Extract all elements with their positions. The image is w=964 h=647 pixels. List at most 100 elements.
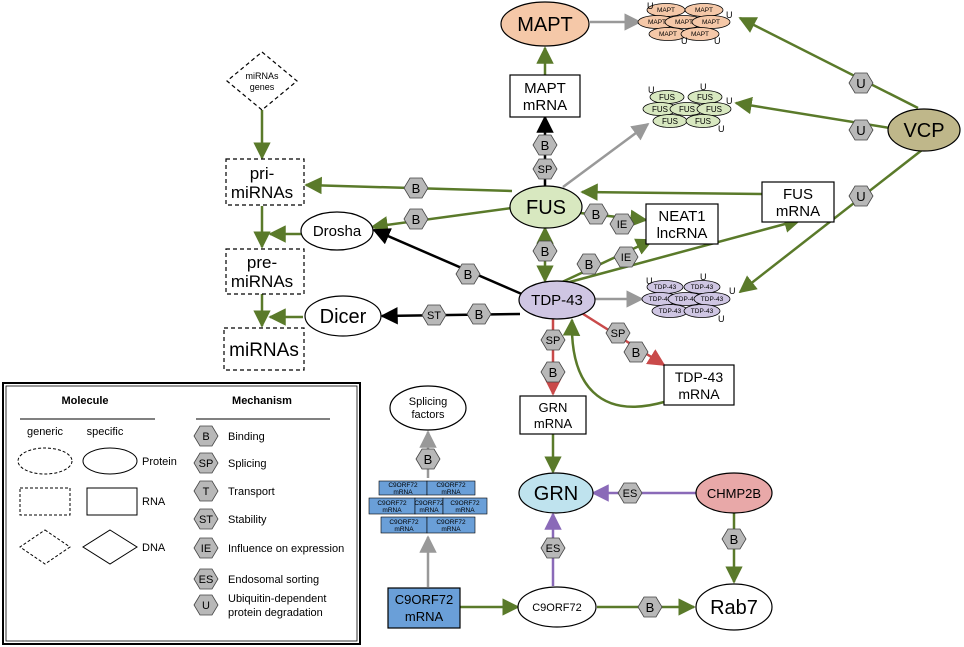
svg-text:B: B — [424, 452, 433, 467]
edge-tdp-to-neat1 — [559, 238, 654, 285]
node-fus: FUS — [509, 185, 583, 229]
svg-text:ES: ES — [199, 574, 214, 586]
node-mirnas: miRNAs — [223, 327, 305, 371]
node-mirnas-label: miRNAs — [229, 340, 299, 361]
node-c9orf72-protein: C9ORF72 — [517, 586, 597, 628]
node-chmp2b-label: CHMP2B — [707, 486, 761, 501]
fus-agg-cell: FUS — [685, 114, 721, 128]
edge-tdp-to-drosha — [372, 228, 525, 297]
svg-text:ES: ES — [546, 543, 561, 555]
hex-fus-pri-b: B — [403, 177, 429, 199]
svg-text:TDP-43: TDP-43 — [654, 284, 677, 291]
svg-text:B: B — [202, 431, 209, 443]
node-pri-mirnas-line1: pri- — [250, 164, 275, 183]
svg-text:T: T — [203, 486, 210, 498]
legend-mechanism-st: ST Stability — [193, 508, 267, 530]
node-dicer: Dicer — [304, 295, 382, 337]
svg-text:ST: ST — [427, 310, 441, 322]
mapt-agg-cell: MAPT — [684, 3, 724, 17]
svg-text:U: U — [700, 82, 707, 92]
hex-fus-drosha-b: B — [403, 208, 429, 230]
legend-generic-rna-shape — [19, 487, 71, 516]
svg-text:B: B — [632, 345, 641, 360]
svg-text:B: B — [541, 244, 550, 259]
svg-text:SP: SP — [611, 328, 626, 340]
svg-text:U: U — [202, 600, 210, 612]
mapt-agg-cell: MAPT — [680, 27, 720, 41]
edge-mechanisms: B SP B B B IE B B IE B ST B SP B SP B U … — [403, 72, 874, 618]
tdp43-agg-cell: TDP-43 — [693, 292, 731, 306]
hex-fus-neat1-b: B — [583, 203, 609, 225]
edge-fusmrna-to-fus — [580, 183, 763, 201]
node-grn-mrna-line1: GRN — [539, 400, 568, 415]
svg-text:TDP-43: TDP-43 — [649, 296, 672, 303]
legend-molecule-heading: Molecule — [61, 395, 108, 407]
svg-text:C9ORF72: C9ORF72 — [414, 500, 444, 507]
svg-text:U: U — [700, 272, 707, 282]
legend-specific: specific — [87, 426, 124, 438]
hex-tdp-tdpmrna-b: B — [623, 341, 649, 363]
node-rab7: Rab7 — [695, 583, 773, 631]
svg-text:TDP-43: TDP-43 — [691, 284, 714, 291]
hex-chmp2b-rab7-b: B — [721, 528, 747, 550]
node-mapt-mrna: MAPT mRNA — [509, 74, 581, 118]
svg-text:B: B — [592, 207, 601, 222]
svg-text:MAPT: MAPT — [657, 7, 675, 14]
mapt-agg-cell: MAPT — [691, 15, 731, 29]
edge-tdp-to-dicer — [380, 307, 521, 325]
node-neat1-line1: NEAT1 — [658, 208, 705, 225]
svg-text:TDP-43: TDP-43 — [659, 308, 682, 315]
svg-text:TDP-43: TDP-43 — [691, 308, 714, 315]
legend-dna: DNA — [142, 542, 166, 554]
hex-chmp2b-grn-es: ES — [617, 482, 643, 504]
hex-c9-rab7-b: B — [637, 596, 663, 618]
svg-text:ES: ES — [623, 488, 638, 500]
svg-text:Binding: Binding — [228, 431, 265, 443]
svg-text:Stability: Stability — [228, 514, 267, 526]
hex-tdp-drosha-b: B — [455, 263, 481, 285]
svg-text:U: U — [681, 36, 688, 46]
node-splicing-factors-line1: Splicing — [409, 396, 448, 408]
node-splicing-factors-line2: factors — [411, 409, 445, 421]
hex-c9-grn-es: ES — [540, 537, 566, 559]
hex-fus-neat1-ie: IE — [609, 213, 635, 235]
edge-tdp-to-fusmrna — [565, 215, 802, 285]
svg-text:SP: SP — [538, 164, 553, 176]
node-pre-mirnas-line1: pre- — [247, 253, 277, 272]
svg-text:U: U — [646, 276, 653, 286]
svg-text:IE: IE — [201, 543, 211, 555]
hex-fus-tdp-b: B — [532, 240, 558, 262]
hex-tdp-grn-b: B — [540, 361, 566, 383]
node-mapt-mrna-line1: MAPT — [524, 80, 566, 97]
legend-mechanism-heading: Mechanism — [232, 395, 292, 407]
tdp43-agg-cell: TDP-43 — [683, 280, 721, 294]
node-c9orf72-mrna: C9ORF72 mRNA — [387, 587, 461, 629]
hex-vcp-fus-u: U — [848, 119, 874, 141]
legend-specific-protein-shape — [82, 447, 138, 475]
tdp43-agg-cell: TDP-43 — [683, 304, 721, 318]
svg-text:MAPT: MAPT — [675, 19, 693, 26]
node-neat1: NEAT1 lncRNA — [645, 203, 719, 245]
svg-text:TDP-43: TDP-43 — [675, 296, 698, 303]
hex-tdp-neat1-ie: IE — [613, 246, 639, 268]
hex-tdp-dicer-st: ST — [421, 304, 447, 326]
node-pri-mirnas: pri- miRNAs — [225, 158, 305, 206]
svg-text:B: B — [412, 181, 421, 196]
svg-text:B: B — [464, 267, 473, 282]
node-pre-mirnas-line2: miRNAs — [231, 272, 293, 291]
svg-text:mRNA: mRNA — [393, 489, 413, 496]
svg-text:U: U — [718, 124, 725, 134]
node-mapt: MAPT — [500, 1, 590, 47]
svg-text:C9ORF72: C9ORF72 — [436, 519, 466, 526]
svg-text:U: U — [856, 189, 865, 204]
legend-protein: Protein — [142, 456, 177, 468]
svg-text:C9ORF72: C9ORF72 — [377, 500, 407, 507]
svg-text:U: U — [718, 314, 725, 324]
svg-text:B: B — [730, 532, 739, 547]
svg-text:ST: ST — [199, 514, 213, 526]
svg-text:U: U — [856, 123, 865, 138]
